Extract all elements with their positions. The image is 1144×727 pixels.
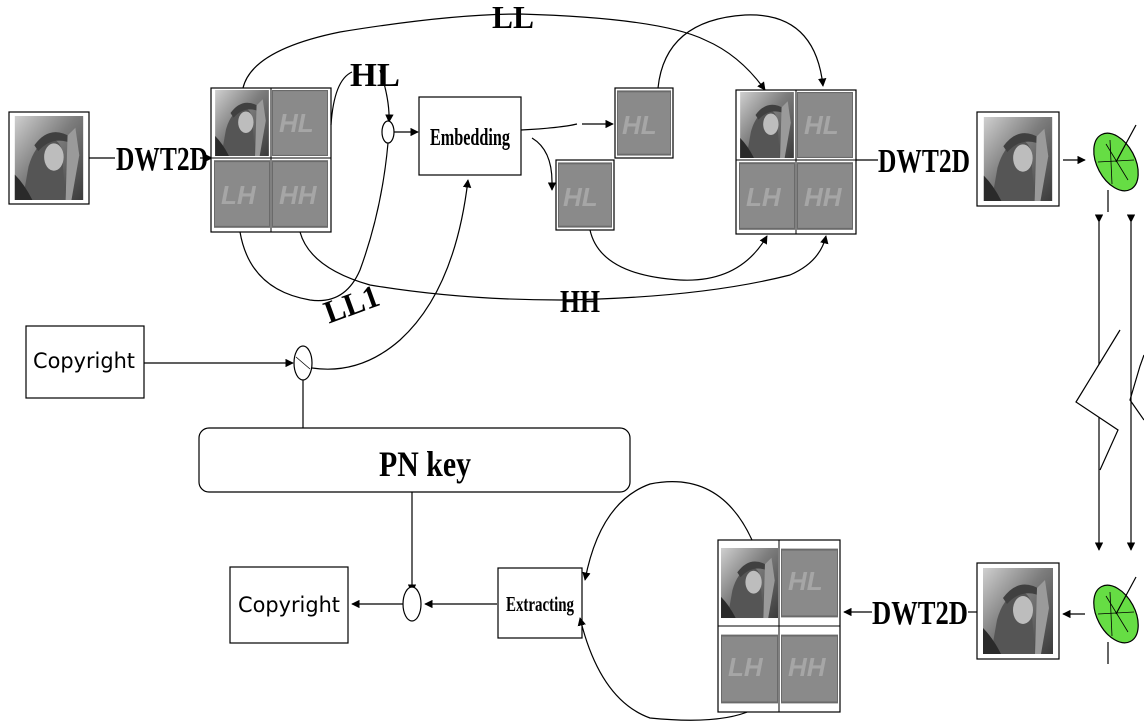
connector: [589, 229, 768, 281]
connector: [582, 481, 753, 581]
connector: [330, 71, 353, 126]
connector: [520, 123, 578, 131]
ll-connector: [242, 13, 766, 91]
received-image: [976, 562, 1060, 660]
hl-label: HL: [350, 57, 400, 94]
svg-text:LH: LH: [221, 180, 257, 210]
copyright-output-box: [229, 566, 349, 644]
dwt-label-bottom: DWT2D: [872, 595, 968, 632]
embedding-box: [418, 96, 522, 176]
ll-label: LL: [492, 0, 534, 35]
watermarked-hl-tile-upper: HL: [614, 87, 674, 159]
connector: [577, 617, 753, 721]
extracting-label: Extracting: [506, 592, 574, 616]
ll-subband-tile: [215, 90, 269, 156]
transmission-channel: [1075, 214, 1144, 551]
watermarked-hl-tile-lower: HL: [555, 159, 615, 231]
extracting-box: [497, 567, 583, 639]
svg-text:HH: HH: [788, 652, 827, 682]
dwt-decomposition-grid-bottom: HL LH HH: [717, 539, 841, 713]
dwt-reconstruction-grid-top: HL LH HH: [735, 89, 857, 235]
hh-subband-tile: HH: [272, 160, 328, 228]
copyright-output-label: Copyright: [238, 593, 340, 617]
connector: [239, 142, 389, 302]
embedding-label: Embedding: [430, 125, 510, 151]
dwt-decomposition-grid-top: HL LH HH: [210, 87, 332, 233]
connector: [657, 14, 827, 89]
watermarked-image: [976, 111, 1060, 207]
svg-text:HL: HL: [788, 566, 823, 596]
svg-text:HH: HH: [804, 182, 843, 212]
svg-text:HL: HL: [622, 110, 657, 140]
svg-text:HL: HL: [804, 110, 839, 140]
pn-key-label: PN key: [379, 444, 471, 484]
connector: [311, 179, 472, 370]
receive-antenna-icon: [1093, 576, 1139, 664]
junction-node-bottom: [402, 586, 422, 622]
hh-label: HH: [560, 283, 600, 319]
dwt-label-top-left: DWT2D: [116, 141, 208, 178]
svg-text:LH: LH: [746, 182, 782, 212]
svg-text:HL: HL: [563, 182, 598, 212]
dwt-label-top-right: DWT2D: [878, 143, 970, 180]
hl-subband-tile: HL: [272, 90, 328, 156]
original-image: [8, 111, 90, 205]
copyright-input-box: [25, 325, 145, 399]
junction-node-top: [381, 120, 395, 144]
transmit-antenna-icon: [1093, 124, 1139, 212]
copyright-input-label: Copyright: [33, 349, 135, 373]
junction-cross: [295, 356, 311, 370]
pn-key-box: [198, 427, 631, 493]
connector: [531, 137, 557, 191]
svg-text:HH: HH: [279, 180, 318, 210]
svg-text:LH: LH: [728, 652, 764, 682]
svg-text:HL: HL: [279, 108, 314, 138]
hh-connector: [299, 231, 829, 301]
connector: [379, 69, 394, 123]
lh-subband-tile: LH: [214, 160, 270, 228]
